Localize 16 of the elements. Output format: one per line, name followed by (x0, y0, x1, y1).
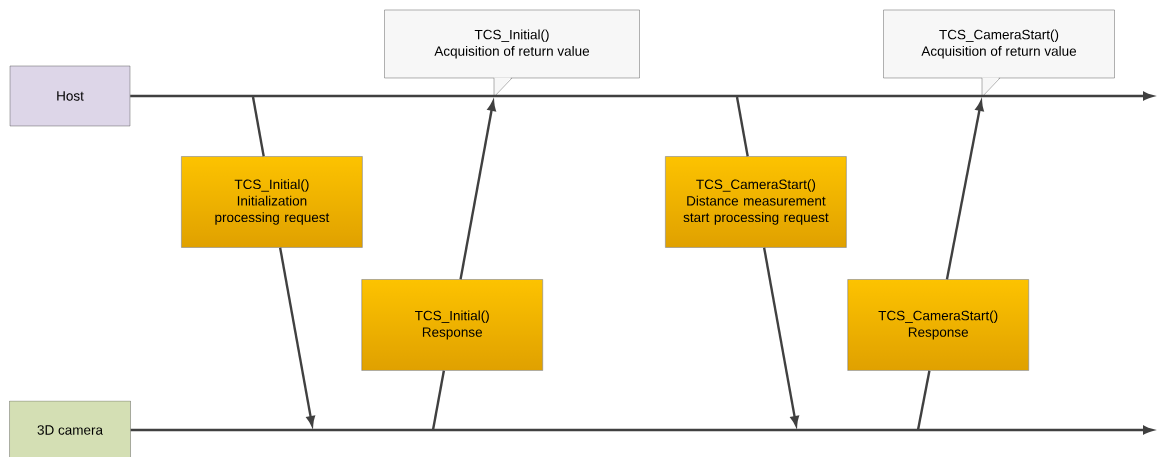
message-box: TCS_Initial() Initialization processing request (181, 156, 363, 248)
callout: TCS_CameraStart() Acquisition of return value (883, 9, 1115, 98)
line (916, 370, 931, 431)
arrow (945, 100, 984, 280)
callout: TCS_Initial() Acquisition of return value (384, 9, 640, 98)
line (431, 370, 446, 431)
arrow (278, 247, 315, 427)
arrow (762, 247, 799, 427)
lane-box: 3D camera (9, 400, 131, 457)
message-box: TCS_CameraStart() Distance measurement start processing request (665, 156, 847, 248)
arrow (459, 100, 496, 280)
line (735, 96, 749, 157)
message-box: TCS_Initial() Response (361, 279, 543, 371)
lane-box: Host (9, 65, 131, 127)
message-box: TCS_CameraStart() Response (847, 279, 1029, 371)
line (251, 96, 265, 157)
